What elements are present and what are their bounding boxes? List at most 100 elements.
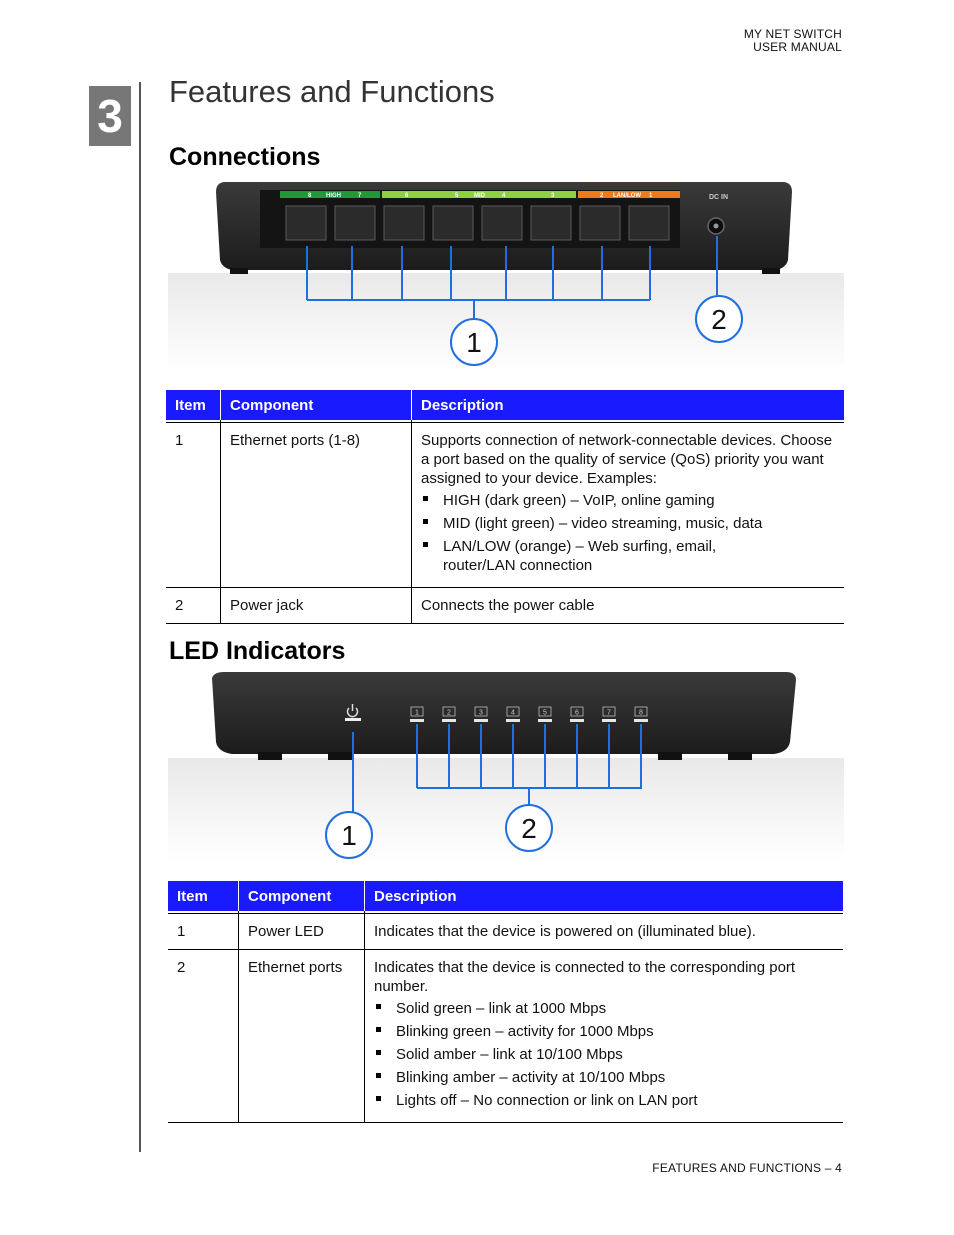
list-item: MID (light green) – video streaming, mus… bbox=[421, 514, 835, 533]
switch-foot-center-left bbox=[328, 752, 352, 760]
header-doc-type: USER MANUAL bbox=[753, 40, 842, 54]
list-item: LAN/LOW (orange) – Web surfing, email, r… bbox=[421, 537, 723, 575]
callout-number-1: 1 bbox=[466, 327, 482, 358]
port-strip-label-lanlow: LAN/LOW bbox=[613, 193, 641, 199]
switch-foot-right bbox=[762, 268, 780, 274]
description-text: Indicates that the device is connected t… bbox=[374, 959, 796, 995]
cell-component: Power jack bbox=[220, 587, 412, 624]
port-strip-label-1: 1 bbox=[649, 193, 653, 199]
port-number-box-3 bbox=[474, 706, 488, 717]
port-number-label-4: 4 bbox=[511, 710, 515, 717]
port-number-box-7 bbox=[602, 706, 616, 717]
callout-number-2: 2 bbox=[521, 813, 537, 844]
dc-in-label: DC IN bbox=[709, 194, 728, 201]
port-led-1 bbox=[410, 719, 424, 722]
floor-reflection bbox=[168, 758, 844, 863]
port-strip-label-2: 2 bbox=[600, 193, 604, 199]
port-strip-label-high: HIGH bbox=[326, 193, 341, 199]
col-header-description: Description bbox=[364, 881, 843, 911]
port-number-label-5: 5 bbox=[543, 710, 547, 717]
port-led-3 bbox=[474, 719, 488, 722]
callout-number-2: 2 bbox=[711, 304, 727, 335]
qos-strip-low bbox=[578, 191, 680, 198]
ethernet-port-2 bbox=[579, 205, 621, 241]
switch-foot-center-right bbox=[658, 752, 682, 760]
cell-description: Indicates that the device is connected t… bbox=[364, 949, 843, 1123]
header-product: MY NET SWITCH bbox=[743, 27, 842, 41]
running-footer: FEATURES AND FUNCTIONS – 4 bbox=[652, 1161, 842, 1175]
page-number: 4 bbox=[835, 1161, 842, 1175]
col-header-item: Item bbox=[168, 881, 239, 911]
cell-item: 2 bbox=[168, 949, 239, 1123]
qos-strip-mid bbox=[382, 191, 576, 198]
qos-strip-high bbox=[280, 191, 380, 198]
cell-description: Indicates that the device is powered on … bbox=[364, 913, 843, 950]
cell-item: 2 bbox=[166, 587, 221, 624]
ethernet-port-3 bbox=[530, 205, 572, 241]
callout-circle-1 bbox=[325, 811, 373, 859]
cell-item: 1 bbox=[166, 422, 221, 588]
port-number-label-8: 8 bbox=[639, 710, 643, 717]
port-led-6 bbox=[570, 719, 584, 722]
port-led-8 bbox=[634, 719, 648, 722]
cell-component: Ethernet ports bbox=[238, 949, 365, 1123]
port-strip-label-mid: MID bbox=[474, 193, 486, 199]
port-led-7 bbox=[602, 719, 616, 722]
callout-circle-2 bbox=[695, 295, 743, 343]
port-strip-label-6: 6 bbox=[405, 193, 409, 199]
chapter-margin-rule bbox=[139, 82, 141, 1152]
table-row: 1 Power LED Indicates that the device is… bbox=[168, 913, 843, 950]
power-icon bbox=[346, 704, 359, 718]
callout-circle-2 bbox=[505, 804, 553, 852]
bullet-list: HIGH (dark green) – VoIP, online gaming … bbox=[421, 491, 835, 575]
ethernet-port-8 bbox=[285, 205, 327, 241]
port-strip-label-7: 7 bbox=[358, 193, 362, 199]
list-item: Solid amber – link at 10/100 Mbps bbox=[374, 1045, 834, 1064]
port-number-box-1 bbox=[410, 706, 424, 717]
port-number-box-8 bbox=[634, 706, 648, 717]
port-strip-label-4: 4 bbox=[502, 193, 506, 199]
table-row: 2 Ethernet ports Indicates that the devi… bbox=[168, 949, 843, 1123]
col-header-component: Component bbox=[238, 881, 365, 911]
connections-table: Item Component Description 1 Ethernet po… bbox=[166, 390, 844, 624]
port-number-label-7: 7 bbox=[607, 710, 611, 717]
cell-component: Power LED bbox=[238, 913, 365, 950]
switch-back-figure: 8 HIGH 7 6 5 MID 4 3 2 LAN/LOW 1 DC IN 1… bbox=[168, 182, 844, 373]
port-number-box-6 bbox=[570, 706, 584, 717]
cell-item: 1 bbox=[168, 913, 239, 950]
led-indicators-heading: LED Indicators bbox=[169, 637, 346, 665]
port-strip-label-5: 5 bbox=[455, 193, 459, 199]
table-row: 2 Power jack Connects the power cable bbox=[166, 587, 844, 624]
list-item: HIGH (dark green) – VoIP, online gaming bbox=[421, 491, 835, 510]
switch-foot-left bbox=[230, 268, 248, 274]
port-strip-label-8: 8 bbox=[308, 193, 312, 199]
running-header: MY NET SWITCH USER MANUAL bbox=[744, 28, 842, 54]
port-number-label-3: 3 bbox=[479, 710, 483, 717]
table-row: 1 Ethernet ports (1-8) Supports connecti… bbox=[166, 422, 844, 588]
ethernet-port-1 bbox=[628, 205, 670, 241]
power-led bbox=[345, 718, 361, 721]
port-number-label-6: 6 bbox=[575, 710, 579, 717]
col-header-description: Description bbox=[411, 390, 844, 420]
port-led-2 bbox=[442, 719, 456, 722]
port-number-box-2 bbox=[442, 706, 456, 717]
port-number-label-2: 2 bbox=[447, 710, 451, 717]
connections-heading: Connections bbox=[169, 143, 321, 171]
footer-separator: – bbox=[824, 1161, 832, 1175]
list-item: Lights off – No connection or link on LA… bbox=[374, 1091, 834, 1110]
port-number-box-4 bbox=[506, 706, 520, 717]
callout-circle-1 bbox=[450, 318, 498, 366]
ethernet-port-7 bbox=[334, 205, 376, 241]
col-header-item: Item bbox=[166, 390, 221, 420]
footer-section: FEATURES AND FUNCTIONS bbox=[652, 1161, 822, 1175]
switch-body bbox=[212, 672, 796, 754]
ethernet-port-4 bbox=[481, 205, 523, 241]
ethernet-port-5 bbox=[432, 205, 474, 241]
bullet-list: Solid green – link at 1000 Mbps Blinking… bbox=[374, 999, 834, 1110]
page-title: Features and Functions bbox=[169, 74, 495, 109]
ethernet-port-6 bbox=[383, 205, 425, 241]
list-item: Solid green – link at 1000 Mbps bbox=[374, 999, 834, 1018]
port-led-5 bbox=[538, 719, 552, 722]
port-led-4 bbox=[506, 719, 520, 722]
